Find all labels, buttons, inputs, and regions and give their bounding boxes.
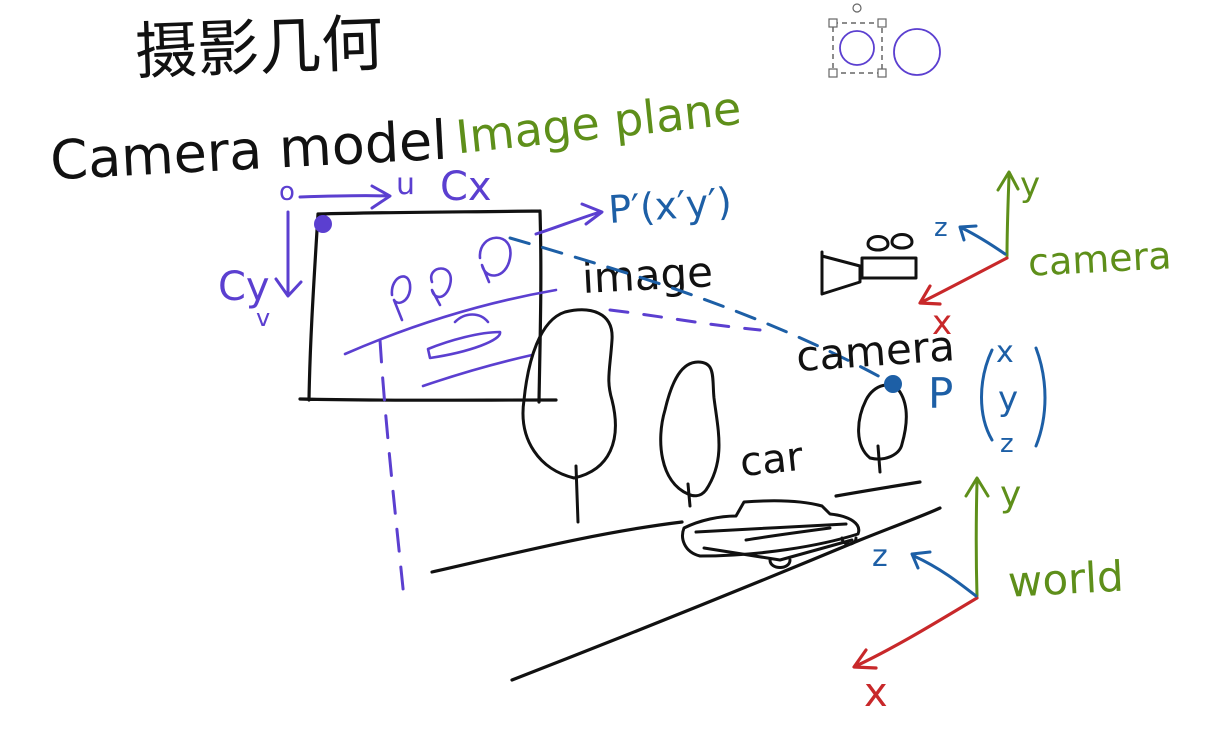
projection-ray xyxy=(508,236,895,386)
image-plane-frame xyxy=(298,209,558,404)
cy-label: Cy xyxy=(218,264,270,310)
projected-point-label: P′(x′y′) xyxy=(607,179,733,232)
camera-body-icon xyxy=(820,233,918,296)
camera-z-label: z xyxy=(934,213,948,243)
vector-x: x xyxy=(996,335,1014,370)
point-p-label: P xyxy=(928,369,953,418)
tree-large xyxy=(521,308,617,524)
camera-y-label: y xyxy=(1020,165,1040,205)
car-label: car xyxy=(738,434,806,486)
projection-ray-dash xyxy=(608,308,762,332)
world-axes-label: world xyxy=(1007,552,1125,607)
point-p-vector: x y z xyxy=(980,335,1047,459)
page-title: 摄影几何 xyxy=(134,7,384,89)
u-axis-label: u xyxy=(396,167,415,202)
point-p-marker xyxy=(884,375,902,393)
cx-label: Cx xyxy=(440,164,492,210)
road xyxy=(430,480,942,682)
world-y-label: y xyxy=(1000,474,1021,515)
camera-axes-label: camera xyxy=(1027,233,1173,284)
world-x-label: x xyxy=(864,670,888,716)
world-z-label: z xyxy=(872,539,888,574)
image-label: image xyxy=(581,247,714,303)
camera-axes: y z x camera xyxy=(918,165,1173,343)
origin-label: o xyxy=(279,177,295,207)
circle-selection-icon[interactable] xyxy=(828,3,941,78)
vector-z: z xyxy=(1000,429,1014,459)
v-axis-label: v xyxy=(256,304,270,332)
tree-small xyxy=(857,383,908,474)
tree-medium xyxy=(659,360,721,508)
camera-x-label: x xyxy=(932,303,952,343)
vector-y: y xyxy=(998,379,1018,419)
image-plane-label: Image plane xyxy=(453,81,743,165)
world-axes: y z x world xyxy=(852,474,1125,716)
heading-camera-model: Camera model xyxy=(49,109,449,193)
camera-label: camera xyxy=(795,321,957,381)
image-frame-axes: o u Cx Cy v P′(x′y′) xyxy=(218,164,733,600)
car-icon xyxy=(681,499,861,569)
